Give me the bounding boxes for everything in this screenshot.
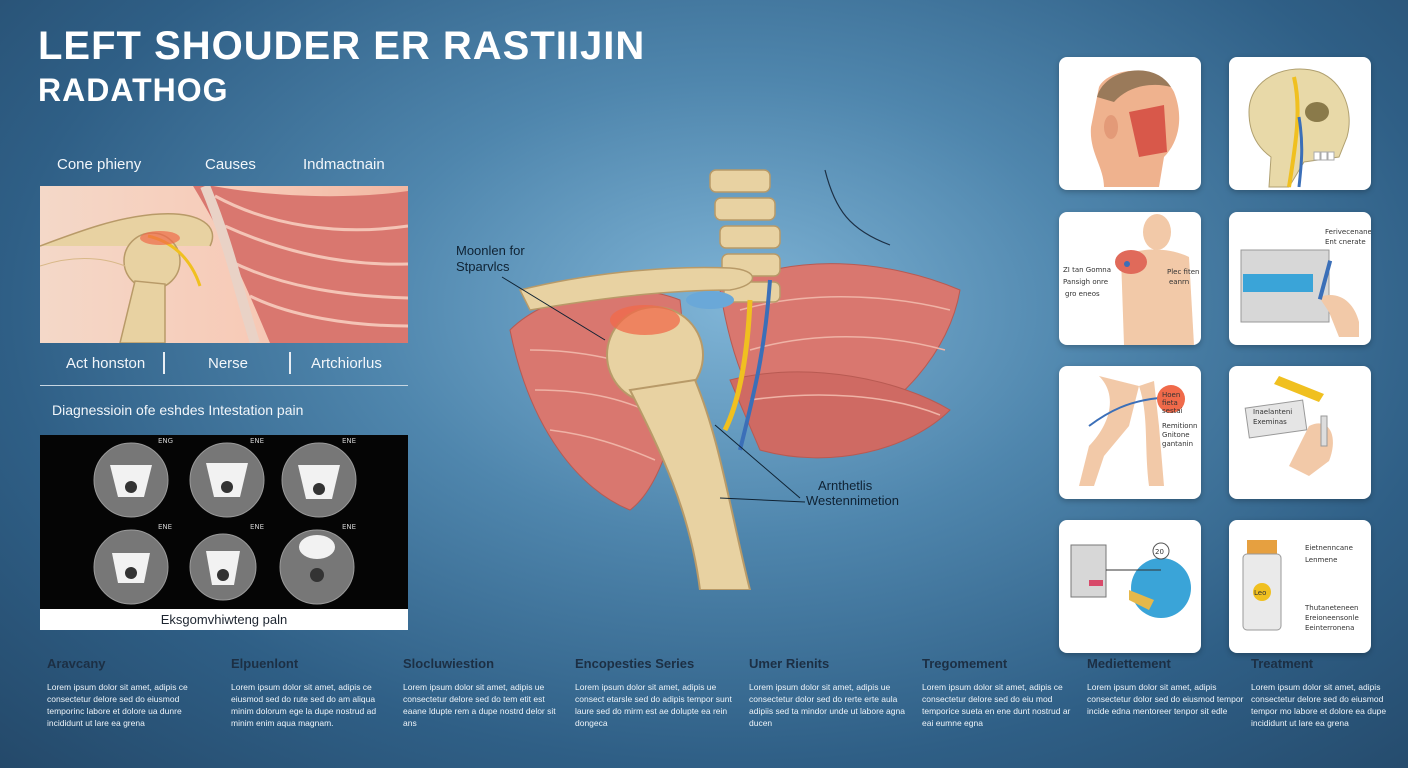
- sub-tabs: Act honston Nerse Artchiorlus: [40, 352, 408, 376]
- card-leg-nerve[interactable]: Hoen fieta sestai Remitionn Gnitone gant…: [1059, 366, 1201, 499]
- section-title: Treatment: [1251, 656, 1314, 671]
- card-head-profile[interactable]: [1059, 57, 1201, 190]
- card-text: Plec fiten: [1167, 268, 1199, 276]
- card-text: Pansigh onre: [1063, 278, 1108, 286]
- label-moonlen-line1: Moonlen for: [456, 243, 525, 258]
- card-skull[interactable]: [1229, 57, 1371, 190]
- mri-scan-panel: ENG ENE ENE ENE ENE ENE: [40, 435, 408, 610]
- tab-divider: [163, 352, 165, 374]
- topic-tabs: Cone phieny Causes Indmactnain: [40, 156, 408, 176]
- label-arnthetlis-line1: Arnthetlis: [818, 478, 873, 493]
- section-text: Lorem ipsum dolor sit amet, adipis ue co…: [403, 682, 556, 728]
- info-section-encopesties: Encopesties Series Lorem ipsum dolor sit…: [575, 656, 735, 729]
- section-text: Lorem ipsum dolor sit amet, adipis ue co…: [575, 682, 732, 728]
- sub-tab-artchiorlus[interactable]: Artchiorlus: [311, 355, 382, 372]
- card-text: Ent cnerate: [1325, 238, 1366, 246]
- card-text: ZI tan Gomna: [1063, 266, 1111, 274]
- info-section-elpuenlont: Elpuenlont Lorem ipsum dolor sit amet, a…: [231, 656, 391, 729]
- sub-tab-act-honston[interactable]: Act honston: [66, 355, 146, 372]
- label-arnthetlis: Arnthetlis Westennimetion: [806, 478, 899, 508]
- section-text: Lorem ipsum dolor sit amet, adipis ce co…: [922, 682, 1071, 728]
- mri-label: ENE: [342, 437, 356, 445]
- section-title: Elpuenlont: [231, 656, 299, 671]
- tab-divider: [289, 352, 291, 374]
- shoulder-closeup-image: [40, 186, 408, 343]
- card-text: Thutaneteneen: [1304, 604, 1358, 612]
- card-text: Eeinterronena: [1305, 624, 1354, 632]
- card-text: Ereioneensonle: [1305, 614, 1359, 622]
- card-syringe[interactable]: Inaelanteni Exeminas: [1229, 366, 1371, 499]
- card-text: gantanin: [1162, 440, 1193, 448]
- section-title: Aravcany: [47, 656, 106, 671]
- mri-label: ENE: [250, 437, 264, 445]
- card-text: Remitionn: [1162, 422, 1197, 430]
- info-section-tregomement: Tregomement Lorem ipsum dolor sit amet, …: [922, 656, 1082, 729]
- info-sections: Aravcany Lorem ipsum dolor sit amet, adi…: [0, 656, 1408, 766]
- card-text: gro eneos: [1065, 290, 1100, 298]
- mri-label: ENG: [158, 437, 173, 445]
- card-test-strip[interactable]: Ferivecenanei Ent cnerate: [1229, 212, 1371, 345]
- label-arnthetlis-line2: Westennimetion: [806, 493, 899, 508]
- card-text: eanrn: [1169, 278, 1189, 286]
- tab-cone-phieny[interactable]: Cone phieny: [57, 156, 142, 173]
- card-joint-diagram[interactable]: 20: [1059, 520, 1201, 653]
- card-shoulder-body[interactable]: ZI tan Gomna Pansigh onre gro eneos Plec…: [1059, 212, 1201, 345]
- diagnosis-title: Diagnessioin ofe eshdes Intestation pain: [52, 402, 304, 418]
- card-text: Inaelanteni: [1253, 408, 1292, 416]
- tab-indmactnain[interactable]: Indmactnain: [303, 156, 385, 173]
- card-text: Eietnenncane: [1305, 544, 1353, 552]
- section-divider: [40, 385, 408, 386]
- info-section-slocluwiestion: Slocluwiestion Lorem ipsum dolor sit ame…: [403, 656, 563, 729]
- section-text: Lorem ipsum dolor sit amet, adipis ue co…: [749, 682, 905, 728]
- info-section-aravcany: Aravcany Lorem ipsum dolor sit amet, adi…: [47, 656, 207, 729]
- tab-causes[interactable]: Causes: [205, 156, 256, 173]
- section-text: Lorem ipsum dolor sit amet, adipis ce ei…: [231, 682, 377, 728]
- mri-label: ENE: [342, 523, 356, 531]
- title-line-1: LEFT SHOUDER ER RASTIIJIN: [38, 24, 646, 68]
- card-badge: Leo: [1254, 589, 1266, 597]
- card-text: Exeminas: [1253, 418, 1287, 426]
- shoulder-anatomy-illustration: [430, 150, 990, 591]
- section-text: Lorem ipsum dolor sit amet, adipis ce co…: [47, 682, 188, 728]
- section-title: Tregomement: [922, 656, 1008, 671]
- label-moonlen-line2: Stparvlcs: [456, 259, 510, 274]
- section-title: Umer Rienits: [749, 656, 830, 671]
- section-title: Slocluwiestion: [403, 656, 495, 671]
- section-text: Lorem ipsum dolor sit amet, adipis conse…: [1087, 682, 1244, 716]
- card-text: fieta: [1162, 399, 1178, 407]
- card-text: Gnitone: [1162, 431, 1190, 439]
- card-text: sestai: [1162, 407, 1183, 415]
- section-text: Lorem ipsum dolor sit amet, adipis conse…: [1251, 682, 1387, 728]
- card-medication[interactable]: Leo Eietnenncane Lenmene Thutaneteneen E…: [1229, 520, 1371, 653]
- mri-label: ENE: [250, 523, 264, 531]
- section-title: Mediettement: [1087, 656, 1171, 671]
- sub-tab-nerse[interactable]: Nerse: [208, 355, 249, 372]
- mri-label: ENE: [158, 523, 172, 531]
- mri-caption: Eksgomvhiwteng paln: [40, 609, 408, 630]
- info-section-umer-rienits: Umer Rienits Lorem ipsum dolor sit amet,…: [749, 656, 909, 729]
- card-text: Lenmene: [1305, 556, 1337, 564]
- info-section-mediettement: Mediettement Lorem ipsum dolor sit amet,…: [1087, 656, 1247, 717]
- card-text: Hoen: [1162, 391, 1180, 399]
- card-badge: 20: [1155, 548, 1164, 556]
- title-line-2: RADATHOG: [38, 72, 229, 108]
- label-moonlen: Moonlen for Stparvlcs: [456, 243, 525, 275]
- info-section-treatment: Treatment Lorem ipsum dolor sit amet, ad…: [1251, 656, 1396, 729]
- page-title: LEFT SHOUDER ER RASTIIJIN RADATHOG: [38, 26, 645, 106]
- card-text: Ferivecenanei: [1325, 228, 1371, 236]
- section-title: Encopesties Series: [575, 656, 695, 671]
